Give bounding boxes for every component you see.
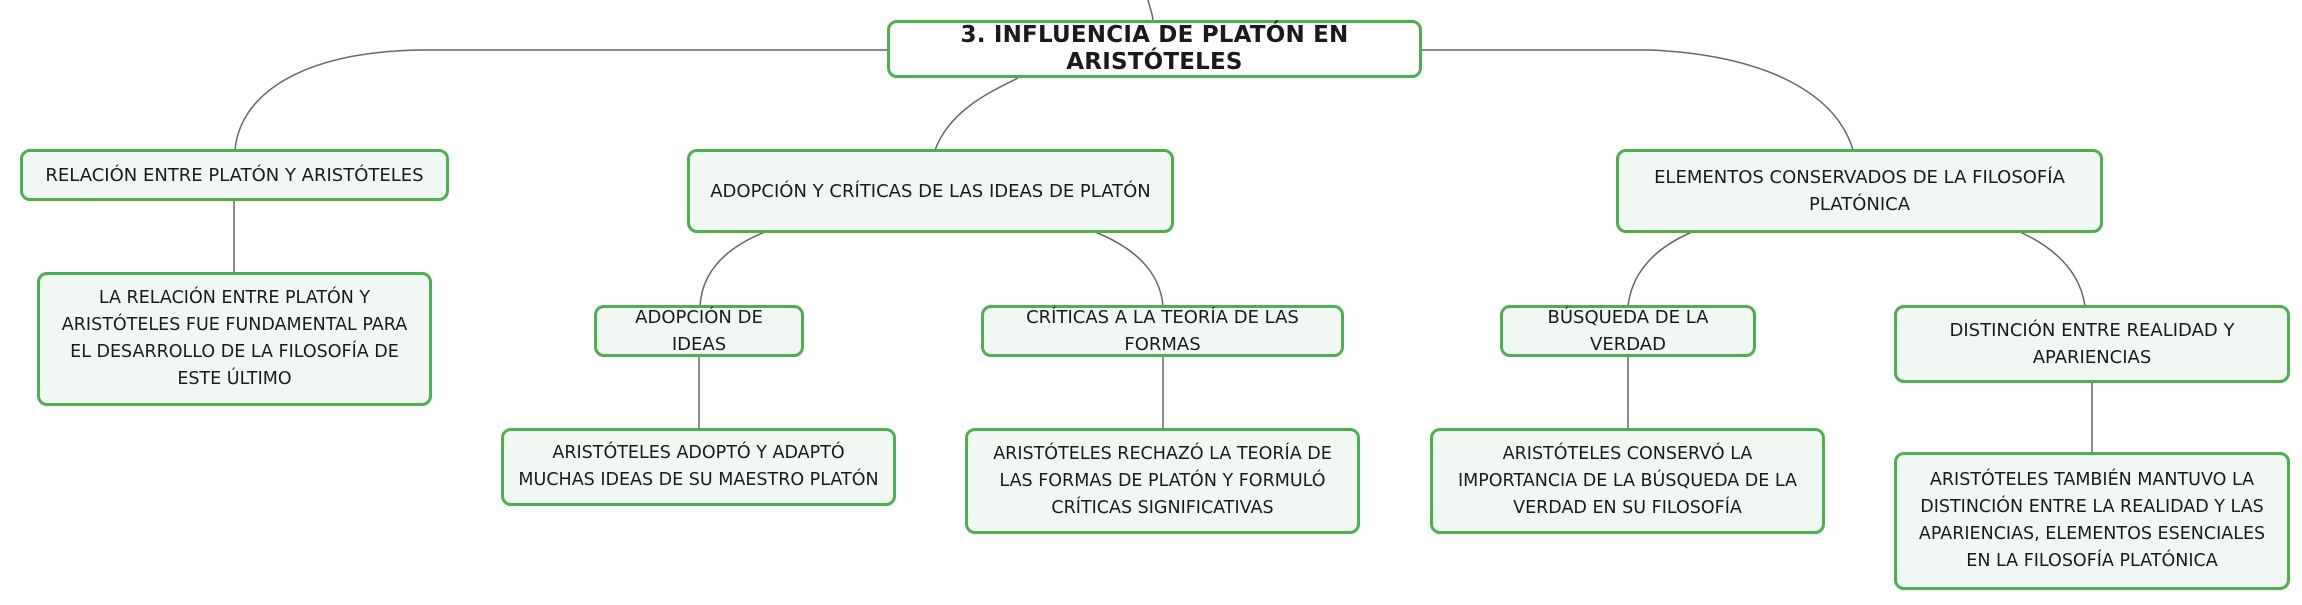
connector-root-parent	[1147, 0, 1154, 21]
detail-topic-distincion-realidad[interactable]: ARISTÓTELES TAMBIÉN MANTUVO LA DISTINCIÓ…	[1894, 452, 2290, 590]
connector-branch3-child2	[2019, 231, 2086, 307]
detail-topic-label: LA RELACIÓN ENTRE PLATÓN Y ARISTÓTELES F…	[61, 288, 408, 389]
subtopic-busqueda-verdad[interactable]: BÚSQUEDA DE LA VERDAD	[1500, 305, 1756, 357]
detail-topic-adopcion-ideas[interactable]: ARISTÓTELES ADOPTÓ Y ADAPTÓ MUCHAS IDEAS…	[501, 428, 896, 506]
subtopic-criticas-teoria-formas[interactable]: CRÍTICAS A LA TEORÍA DE LAS FORMAS	[981, 305, 1344, 357]
subtopic-label: DISTINCIÓN ENTRE REALIDAD Y APARIENCIAS	[1949, 320, 2235, 368]
subtopic-label: ADOPCIÓN DE IDEAS	[635, 307, 763, 355]
detail-topic-label: ARISTÓTELES RECHAZÓ LA TEORÍA DE LAS FOR…	[993, 443, 1332, 518]
detail-topic-label: ARISTÓTELES TAMBIÉN MANTUVO LA DISTINCIÓ…	[1918, 470, 2266, 571]
branch-topic-label: RELACIÓN ENTRE PLATÓN Y ARISTÓTELES	[45, 164, 424, 186]
detail-topic-label: ARISTÓTELES ADOPTÓ Y ADAPTÓ MUCHAS IDEAS…	[518, 443, 879, 490]
branch-topic-elementos-conservados[interactable]: ELEMENTOS CONSERVADOS DE LA FILOSOFÍA PL…	[1616, 149, 2103, 233]
connector-root-branch2	[934, 77, 1019, 151]
root-topic-label: 3. INFLUENCIA DE PLATÓN EN ARISTÓTELES	[960, 22, 1349, 75]
subtopic-label: BÚSQUEDA DE LA VERDAD	[1547, 307, 1709, 355]
branch-topic-adopcion-criticas[interactable]: ADOPCIÓN Y CRÍTICAS DE LAS IDEAS DE PLAT…	[687, 149, 1174, 233]
connector-branch2-child1	[699, 231, 766, 307]
connector-root-branch1	[234, 49, 887, 151]
root-topic[interactable]: 3. INFLUENCIA DE PLATÓN EN ARISTÓTELES	[887, 20, 1422, 78]
branch-topic-relacion[interactable]: RELACIÓN ENTRE PLATÓN Y ARISTÓTELES	[20, 149, 449, 201]
detail-topic-label: ARISTÓTELES CONSERVÓ LA IMPORTANCIA DE L…	[1457, 443, 1798, 518]
connector-branch2-child2	[1094, 231, 1164, 307]
subtopic-adopcion-ideas[interactable]: ADOPCIÓN DE IDEAS	[594, 305, 804, 357]
branch-topic-label: ELEMENTOS CONSERVADOS DE LA FILOSOFÍA PL…	[1654, 167, 2065, 215]
detail-topic-busqueda-verdad[interactable]: ARISTÓTELES CONSERVÓ LA IMPORTANCIA DE L…	[1430, 428, 1825, 534]
detail-topic-criticas-teoria-formas[interactable]: ARISTÓTELES RECHAZÓ LA TEORÍA DE LAS FOR…	[965, 428, 1360, 534]
branch-topic-label: ADOPCIÓN Y CRÍTICAS DE LAS IDEAS DE PLAT…	[710, 180, 1151, 202]
detail-topic-relacion[interactable]: LA RELACIÓN ENTRE PLATÓN Y ARISTÓTELES F…	[37, 272, 432, 406]
connector-branch3-child1	[1627, 231, 1693, 307]
connector-root-branch3	[1422, 49, 1854, 151]
subtopic-label: CRÍTICAS A LA TEORÍA DE LAS FORMAS	[1026, 307, 1299, 355]
subtopic-distincion-realidad[interactable]: DISTINCIÓN ENTRE REALIDAD Y APARIENCIAS	[1894, 305, 2290, 383]
